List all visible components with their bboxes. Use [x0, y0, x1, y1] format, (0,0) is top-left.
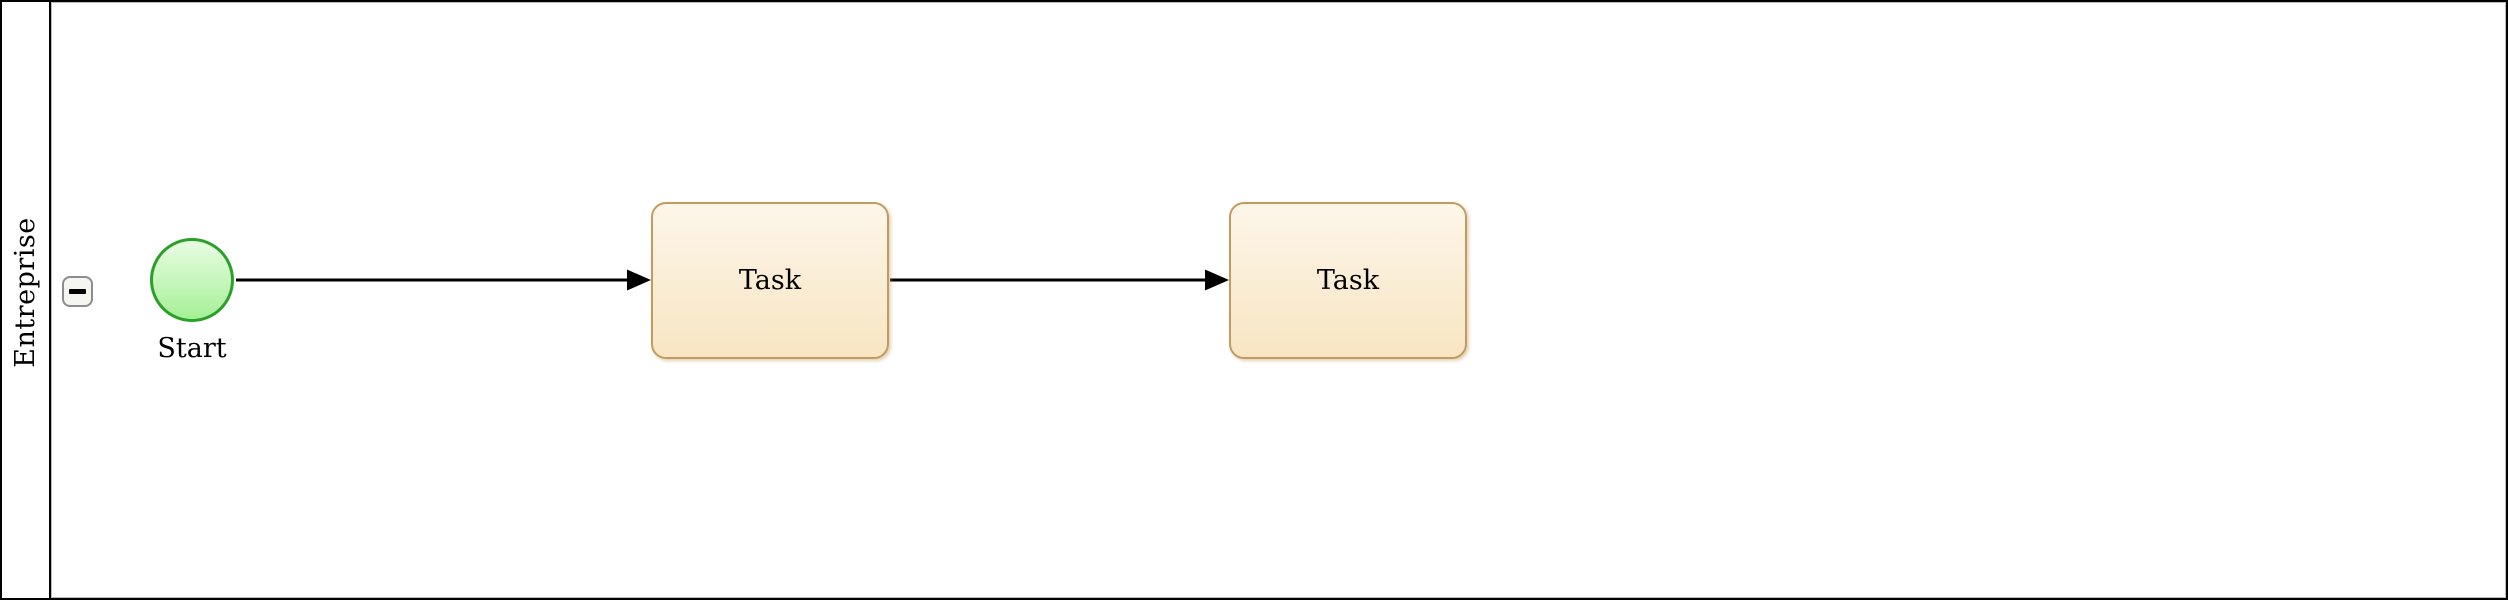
minus-icon — [69, 289, 86, 294]
lane-label: Entreprise — [10, 216, 41, 368]
start-event[interactable] — [150, 238, 234, 322]
task-1-label: Task — [738, 265, 802, 296]
lane-header[interactable]: Entreprise — [0, 0, 51, 600]
lane-collapse-button[interactable] — [62, 276, 93, 307]
task-node-2[interactable]: Task — [1229, 202, 1467, 359]
task-node-1[interactable]: Task — [651, 202, 889, 359]
task-2-label: Task — [1316, 265, 1380, 296]
start-event-label: Start — [157, 333, 227, 364]
